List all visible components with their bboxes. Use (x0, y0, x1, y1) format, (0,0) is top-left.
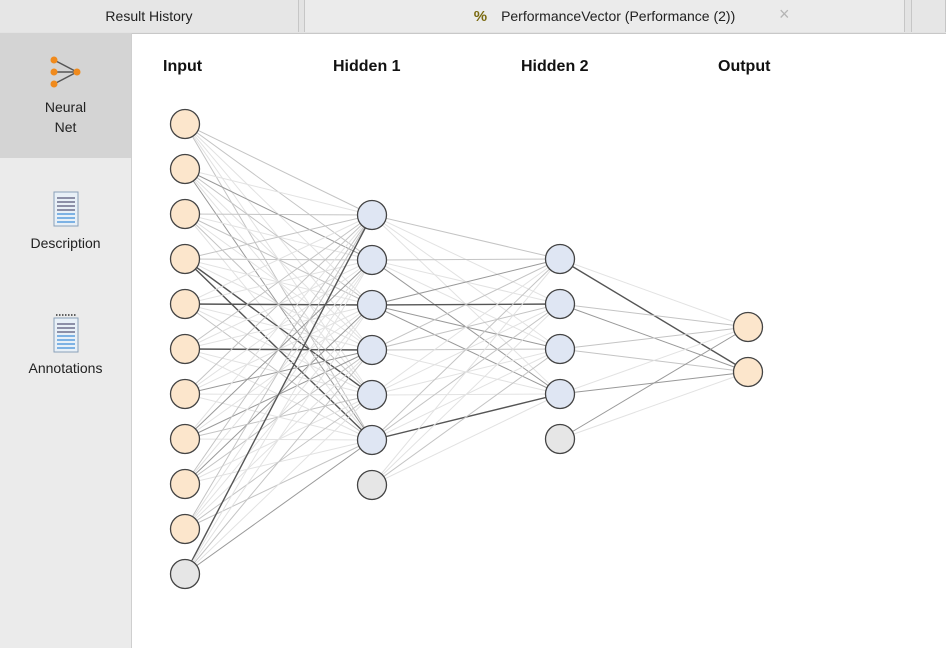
tab-overflow[interactable] (911, 0, 946, 32)
output-node[interactable] (732, 356, 764, 388)
connection (371, 258, 561, 261)
hidden-2-node[interactable] (544, 333, 576, 365)
layer-label-hidden-1: Hidden 1 (333, 58, 401, 75)
connection (371, 393, 561, 486)
connections (184, 123, 749, 575)
connection (184, 168, 373, 216)
hidden-2-node[interactable] (544, 288, 576, 320)
sidebar-item-annotations-label: Annotations (28, 360, 103, 376)
hidden-1-node[interactable] (356, 424, 388, 456)
output-node[interactable] (732, 311, 764, 343)
connection (184, 304, 373, 575)
connection (559, 303, 749, 328)
neural-net-icon (50, 56, 80, 88)
input-node[interactable] (169, 423, 201, 455)
sidebar-item-description-label: Description (30, 235, 101, 251)
connection (184, 123, 373, 216)
neural-network-diagram[interactable]: Input Hidden 1 Hidden 2 Output (132, 33, 946, 648)
connection (184, 214, 373, 305)
connection (371, 258, 561, 306)
tab-performance-vector[interactable]: % PerformanceVector (Performance (2)) × (304, 0, 905, 32)
input-node[interactable] (169, 243, 201, 275)
connection (184, 349, 373, 575)
tab-performance-vector-label: PerformanceVector (Performance (2)) (501, 8, 736, 24)
connection (184, 214, 373, 485)
connection (184, 213, 373, 216)
connection (371, 258, 561, 486)
hidden-1-node[interactable] (356, 244, 388, 276)
description-icon (53, 191, 78, 227)
input-node[interactable] (169, 513, 201, 545)
sidebar-item-neural-net-label: Neural Net (44, 99, 87, 135)
connection (184, 214, 373, 350)
percent-icon: % (473, 7, 488, 25)
connection (371, 258, 561, 396)
neurons (169, 108, 764, 590)
input-node[interactable] (169, 378, 201, 410)
hidden-1-node[interactable] (356, 334, 388, 366)
input-node[interactable] (169, 288, 201, 320)
connection (184, 259, 373, 575)
connection (371, 214, 561, 260)
input-node[interactable] (169, 468, 201, 500)
tab-result-history-label: Result History (105, 8, 193, 24)
connection (559, 258, 749, 328)
view-sidebar: Neural Net Description Annotat (0, 33, 132, 648)
hidden-1-bias-node[interactable] (356, 469, 388, 501)
input-node[interactable] (169, 153, 201, 185)
input-node[interactable] (169, 198, 201, 230)
input-bias-node[interactable] (169, 558, 201, 590)
input-node[interactable] (169, 333, 201, 365)
hidden-2-bias-node[interactable] (544, 423, 576, 455)
layer-label-hidden-2: Hidden 2 (521, 58, 589, 75)
connection (184, 214, 373, 260)
hidden-2-node[interactable] (544, 243, 576, 275)
connection (184, 214, 373, 530)
hidden-1-node[interactable] (356, 379, 388, 411)
input-node[interactable] (169, 108, 201, 140)
connection (184, 439, 373, 575)
connection (184, 214, 373, 395)
connection (184, 214, 373, 575)
sidebar-item-annotations[interactable]: Annotations (0, 308, 131, 388)
connection (371, 348, 561, 486)
tab-bar: Result History % PerformanceVector (Perf… (0, 0, 946, 34)
sidebar-item-neural-net[interactable]: Neural Net (0, 33, 131, 158)
connection (559, 326, 749, 395)
connection (371, 303, 561, 486)
hidden-1-node[interactable] (356, 199, 388, 231)
connection (559, 326, 749, 350)
annotations-icon (53, 314, 78, 353)
layer-labels: Input Hidden 1 Hidden 2 Output (163, 58, 771, 75)
connection (559, 326, 749, 440)
network-canvas[interactable]: Input Hidden 1 Hidden 2 Output (132, 33, 946, 648)
hidden-2-node[interactable] (544, 378, 576, 410)
layer-label-input: Input (163, 58, 203, 75)
connection (184, 394, 373, 575)
sidebar-item-description[interactable]: Description (0, 183, 131, 263)
layer-label-output: Output (718, 58, 771, 75)
connection (371, 258, 561, 351)
close-icon[interactable]: × (779, 4, 790, 24)
connection (559, 371, 749, 440)
connection (371, 258, 561, 441)
tab-result-history[interactable]: Result History (0, 0, 299, 32)
connection (184, 214, 373, 440)
hidden-1-node[interactable] (356, 289, 388, 321)
